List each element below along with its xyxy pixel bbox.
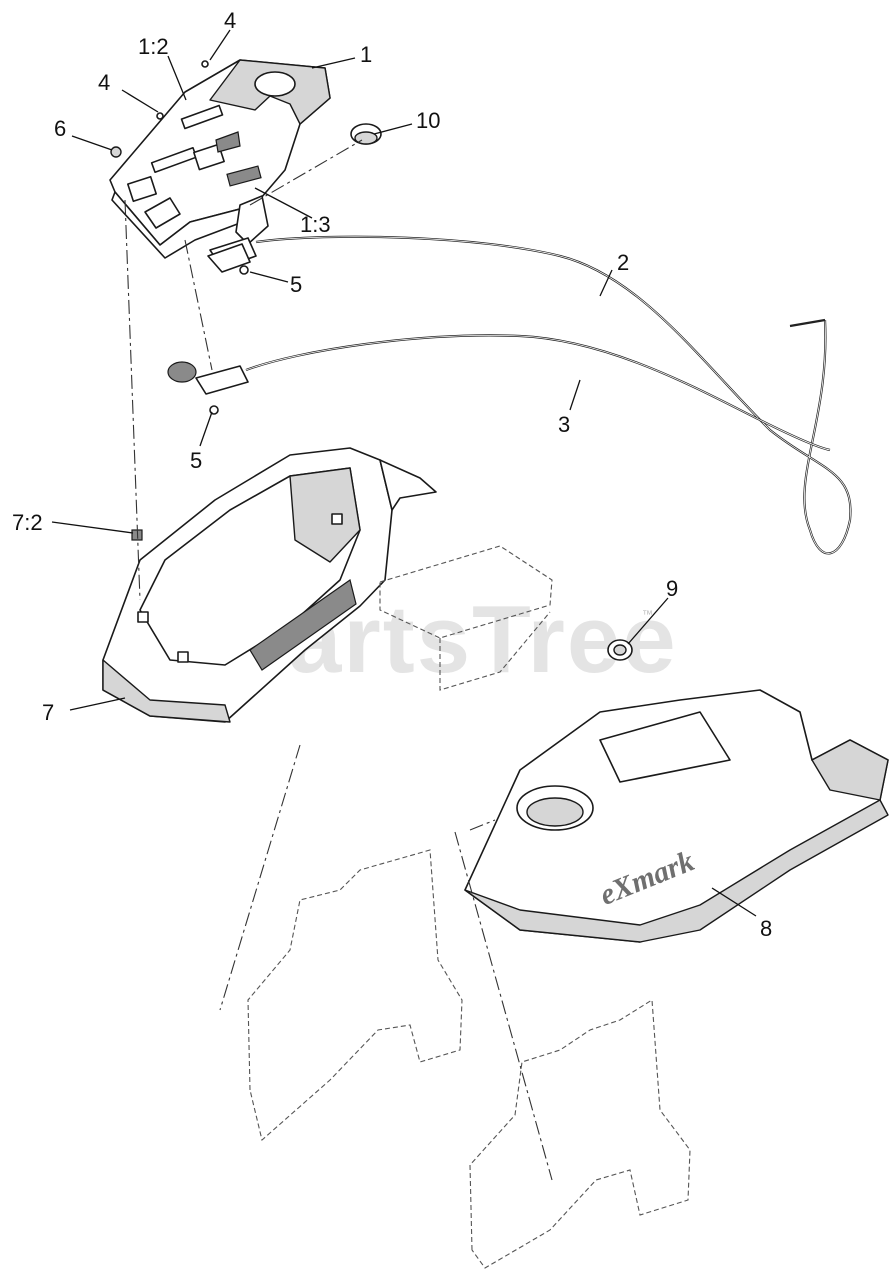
callout-8: 8 [760,916,772,941]
callout-10: 10 [416,108,440,133]
grommet-small-part[interactable] [607,639,633,661]
callout-4-top: 4 [224,8,236,33]
callout-5-upper: 5 [290,272,302,297]
callout-3: 3 [558,412,570,437]
callout-1-3: 1:3 [300,212,331,237]
control-panel-part[interactable] [109,59,331,269]
console-tray-part[interactable] [102,447,437,723]
callout-7-2: 7:2 [12,510,43,535]
console-cover-part[interactable] [464,689,889,943]
callout-1: 1 [360,42,372,67]
screw-part[interactable] [110,60,209,158]
callout-4-left: 4 [98,70,110,95]
ghost-plate-right [469,999,691,1269]
ghost-plate-left [247,849,463,1142]
cable-upper-part[interactable] [255,235,852,555]
callout-6: 6 [54,116,66,141]
cable-lower-part[interactable] [245,334,831,452]
upper-cable-bracket-part[interactable] [207,243,251,275]
watermark-trademark: ™ [642,609,653,621]
ghost-bracket [379,545,553,691]
callout-2: 2 [617,250,629,275]
lower-cable-bracket-part[interactable] [167,361,249,415]
callout-5-lower: 5 [190,448,202,473]
callout-1-2: 1:2 [138,34,169,59]
callout-9: 9 [666,576,678,601]
callout-7: 7 [42,700,54,725]
alignment-centerlines [124,139,553,1181]
leader-lines [51,29,757,917]
